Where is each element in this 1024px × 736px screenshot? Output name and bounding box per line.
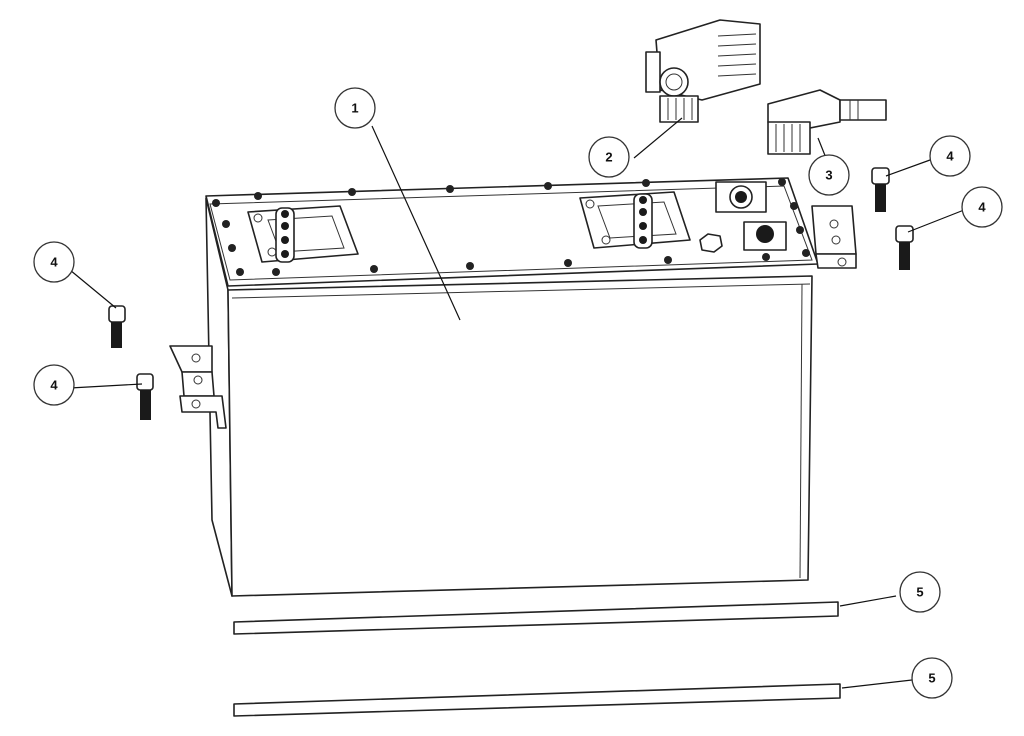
callout-5-lower-label: 5: [928, 671, 935, 686]
square-connector-socket: [715, 181, 767, 213]
callout-3-label: 3: [825, 168, 832, 183]
vent-cap: [699, 233, 723, 253]
left-mounting-bracket: [169, 345, 227, 429]
callout-3: 3: [808, 154, 850, 196]
round-connector-socket: [743, 221, 787, 251]
right-carry-handle: [579, 191, 691, 249]
screw-left-lower: [136, 373, 154, 420]
callout-4-right-upper-label: 4: [946, 149, 954, 164]
straight-cable-connector: [645, 19, 761, 123]
angled-cable-connector: [767, 89, 887, 155]
screw-right-lower: [895, 225, 914, 270]
callout-4-right-lower-label: 4: [978, 200, 986, 215]
callout-4-right-upper: 4: [929, 135, 971, 177]
screw-right-upper: [871, 167, 890, 212]
screw-left-upper: [108, 305, 126, 348]
callout-2-label: 2: [605, 150, 612, 165]
callout-4-right-lower: 4: [961, 186, 1003, 228]
leader-lines: [69, 117, 965, 689]
callout-1: 1: [334, 87, 376, 129]
callout-4-left-upper: 4: [33, 241, 75, 283]
callout-2: 2: [588, 136, 630, 178]
callout-1-label: 1: [351, 101, 358, 116]
lid-bolts: [212, 178, 810, 276]
callout-4-left-lower-label: 4: [50, 378, 58, 393]
callout-5-upper-label: 5: [916, 585, 923, 600]
left-carry-handle: [247, 205, 359, 263]
rail-lower: [233, 683, 841, 717]
rail-upper: [233, 601, 839, 635]
callout-4-left-upper-label: 4: [50, 255, 58, 270]
callout-4-left-lower: 4: [33, 364, 75, 406]
callout-5-lower: 5: [911, 657, 953, 699]
callout-5-upper: 5: [899, 571, 941, 613]
right-mounting-bracket: [811, 205, 857, 269]
